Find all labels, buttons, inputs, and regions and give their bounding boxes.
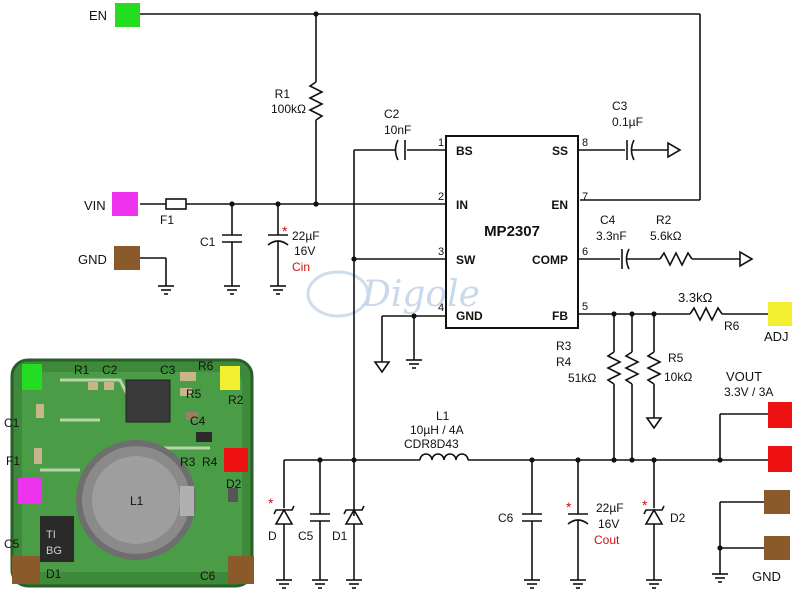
c2-name: C2 [384, 107, 400, 121]
pin-num-8: 8 [582, 137, 588, 149]
r6-name: R6 [724, 319, 740, 333]
r1-value: 100kΩ [271, 102, 306, 116]
r4-name: R4 [556, 355, 572, 369]
adj-port [768, 302, 792, 326]
r2-name: R2 [656, 213, 672, 227]
c2-value: 10nF [384, 123, 411, 137]
c5-name: C5 [298, 529, 314, 543]
pin-label-bs: BS [456, 144, 473, 158]
vout-port-2 [768, 446, 792, 472]
d1-name: D1 [332, 529, 348, 543]
d-left-marker: * [268, 495, 274, 511]
photo-label-f1: F1 [6, 454, 20, 468]
photo-label-c2: C2 [102, 363, 118, 377]
r34-value: 51kΩ [568, 371, 596, 385]
l1-name: L1 [436, 409, 450, 423]
pin-label-en: EN [551, 198, 568, 212]
cin-voltage: 16V [294, 244, 315, 258]
l1-part: CDR8D43 [404, 437, 459, 451]
pcb-photo: R1 C2 C3 R6 R5 R2 C4 C1 F1 R3 R4 D2 L1 C… [4, 352, 260, 592]
c6-name: C6 [498, 511, 514, 525]
photo-label-r5: R5 [186, 387, 202, 401]
photo-label-c5: C5 [4, 537, 20, 551]
photo-label-c3: C3 [160, 363, 176, 377]
l1-value: 10µH / 4A [410, 423, 464, 437]
d2-name: D2 [670, 511, 686, 525]
en-label: EN [89, 8, 107, 23]
pin-num-5: 5 [582, 301, 588, 313]
pin-num-7: 7 [582, 191, 588, 203]
pin-label-ss: SS [552, 144, 568, 158]
r5-name: R5 [668, 351, 684, 365]
vin-label: VIN [84, 198, 106, 213]
photo-label-c6: C6 [200, 569, 216, 583]
pin-label-fb: FB [552, 309, 568, 323]
cin-name: Cin [292, 260, 310, 274]
junction-dots [229, 11, 723, 551]
photo-label-c1: C1 [4, 416, 20, 430]
photo-chip-mark-bg: BG [46, 545, 62, 557]
photo-label-r1: R1 [74, 363, 90, 377]
vout-label: VOUT [726, 369, 762, 384]
gnd-out-port-1 [764, 490, 790, 514]
pin-label-gnd: GND [456, 309, 483, 323]
c3-value: 0.1µF [612, 115, 643, 129]
c4-name: C4 [600, 213, 616, 227]
d2-marker: * [642, 497, 648, 513]
watermark-text: Digole [361, 274, 480, 315]
photo-label-d1: D1 [46, 567, 62, 581]
cin-value: 22µF [292, 229, 320, 243]
photo-label-r3: R3 [180, 455, 196, 469]
photo-chip-mark-ti: TI [46, 529, 56, 541]
vout-port-1 [768, 402, 792, 428]
photo-label-r2: R2 [228, 393, 244, 407]
photo-label-l1: L1 [130, 494, 144, 508]
gnd-out-port-2 [764, 536, 790, 560]
cout-voltage: 16V [598, 517, 619, 531]
gnd-out-label: GND [752, 569, 781, 584]
pin-num-3: 3 [438, 246, 444, 258]
f1-name: F1 [160, 213, 174, 227]
c4-value: 3.3nF [596, 229, 627, 243]
r5-value: 10kΩ [664, 370, 692, 384]
pin-label-comp: COMP [532, 253, 568, 267]
r2-value: 5.6kΩ [650, 229, 682, 243]
c3-name: C3 [612, 99, 628, 113]
photo-label-c4: C4 [190, 414, 206, 428]
cout-name: Cout [594, 533, 620, 547]
pin-label-sw: SW [456, 253, 476, 267]
c1-name: C1 [200, 235, 216, 249]
cin-marker: * [282, 223, 288, 239]
vout-spec: 3.3V / 3A [724, 385, 773, 399]
photo-label-d2: D2 [226, 477, 242, 491]
adj-label: ADJ [764, 329, 789, 344]
pin-num-1: 1 [438, 137, 444, 149]
pin-num-4: 4 [438, 302, 444, 314]
d-left-name: D [268, 529, 277, 543]
vin-port [112, 192, 138, 216]
pin-num-6: 6 [582, 246, 588, 258]
photo-label-r4: R4 [202, 455, 218, 469]
en-port [115, 3, 140, 27]
pin-label-in: IN [456, 198, 468, 212]
gnd-in-port [114, 246, 140, 270]
r6-value: 3.3kΩ [678, 290, 713, 305]
cout-marker: * [566, 499, 572, 515]
r1-name: R1 [275, 87, 291, 101]
ic-name: MP2307 [484, 223, 540, 240]
watermark: Digole [306, 270, 480, 318]
cout-value: 22µF [596, 501, 624, 515]
photo-label-r6: R6 [198, 359, 214, 373]
r3-name: R3 [556, 339, 572, 353]
pin-num-2: 2 [438, 191, 444, 203]
gnd-in-label: GND [78, 252, 107, 267]
